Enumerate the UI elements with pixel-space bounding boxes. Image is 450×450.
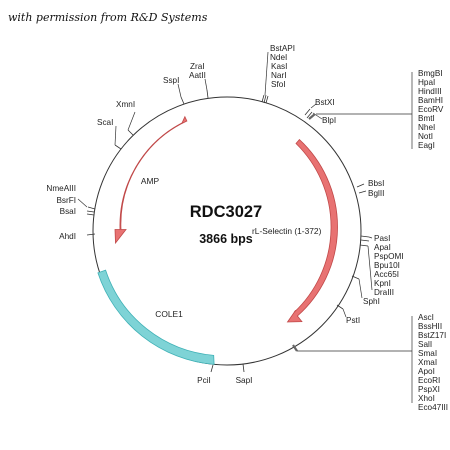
site-label: SalI xyxy=(418,340,432,349)
plasmid-size: 3866 bps xyxy=(199,232,253,246)
site-label: EagI xyxy=(418,141,435,150)
site-label-bstxi: BstXI xyxy=(315,98,335,107)
site-label: PasI xyxy=(374,234,390,243)
amp-arrow xyxy=(114,115,188,245)
site-label: KpnI xyxy=(374,279,391,288)
plasmid-name: RDC3027 xyxy=(190,203,262,221)
site-label: NotI xyxy=(418,132,433,141)
site-label-scai: ScaI xyxy=(97,118,113,127)
site-label-blpi: BlpI xyxy=(322,116,336,125)
cole1-bar xyxy=(97,269,215,365)
site-label: EcoRV xyxy=(418,105,444,114)
site-label-psti: PstI xyxy=(346,316,360,325)
sites-mcs2: AscI BssHII BstZ17I SalI SmaI XmaI ApoI … xyxy=(418,313,448,412)
site-label: BsaI xyxy=(60,207,76,216)
credit-text: with permission from R&D Systems xyxy=(8,11,208,24)
site-label: BstZ17I xyxy=(418,331,446,340)
rl-selectin-arrow xyxy=(286,139,338,323)
plasmid-backbone xyxy=(92,96,362,366)
site-label-sapi: SapI xyxy=(236,376,253,385)
site-label: AscI xyxy=(418,313,434,322)
site-label-bglii: BglII xyxy=(368,189,384,198)
site-label: PspXI xyxy=(418,385,440,394)
sites-top-left: ZraI AatII xyxy=(189,62,206,80)
site-label: BmgBI xyxy=(418,69,443,78)
site-label: XmaI xyxy=(418,358,437,367)
site-label-sspi: SspI xyxy=(163,76,179,85)
site-label: XhoI xyxy=(418,394,435,403)
sites-top-group: BstAPI NdeI KasI NarI SfoI xyxy=(270,44,295,89)
site-label: PspOMI xyxy=(374,252,404,261)
site-label-xmni: XmnI xyxy=(116,100,135,109)
site-label: EcoRI xyxy=(418,376,440,385)
site-label-bbsi: BbsI xyxy=(368,179,384,188)
feature-label-rl-selectin: rL-Selectin (1-372) xyxy=(252,226,322,236)
site-label: BamHI xyxy=(418,96,443,105)
site-label: HindIII xyxy=(418,87,442,96)
site-label: BstAPI xyxy=(270,44,295,53)
site-label: NdeI xyxy=(270,53,287,62)
sites-mcs1: BmgBI HpaI HindIII BamHI EcoRV BmtI NheI… xyxy=(418,69,444,150)
site-label: HpaI xyxy=(418,78,435,87)
site-label: SfoI xyxy=(271,80,286,89)
sites-left-group: NmeAIII BsrFI BsaI xyxy=(46,184,76,216)
site-label: DraIII xyxy=(374,288,394,297)
feature-label-cole1: COLE1 xyxy=(155,309,183,319)
sites-right-group: PasI ApaI PspOMI Bpu10I Acc65I KpnI DraI… xyxy=(374,234,404,297)
site-label: Acc65I xyxy=(374,270,399,279)
site-label: BssHII xyxy=(418,322,442,331)
site-label: ApaI xyxy=(374,243,391,252)
site-label: Eco47III xyxy=(418,403,448,412)
site-label: AatII xyxy=(189,71,206,80)
site-label: KasI xyxy=(271,62,287,71)
site-label: BmtI xyxy=(418,114,435,123)
site-label: BsrFI xyxy=(56,196,76,205)
feature-label-amp: AMP xyxy=(141,176,160,186)
site-label: SmaI xyxy=(418,349,437,358)
site-label: Bpu10I xyxy=(374,261,400,270)
site-label: ZraI xyxy=(190,62,205,71)
site-label-sphi: SphI xyxy=(363,297,380,306)
site-label: ApoI xyxy=(418,367,435,376)
site-label-ahdi: AhdI xyxy=(59,232,76,241)
site-label: NarI xyxy=(271,71,286,80)
site-label: NheI xyxy=(418,123,435,132)
site-label-pcii: PciI xyxy=(197,376,211,385)
site-label: NmeAIII xyxy=(46,184,76,193)
